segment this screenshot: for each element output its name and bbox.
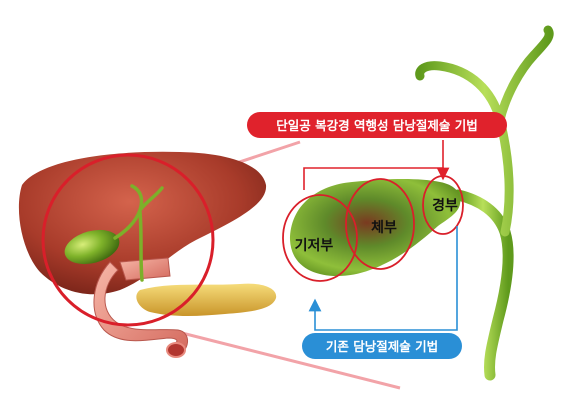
neck-label: 경부 — [432, 197, 458, 214]
body-label: 체부 — [371, 220, 397, 236]
bile-duct-large — [452, 189, 514, 381]
new-method-arrow — [303, 167, 450, 190]
zoom-circle — [41, 153, 215, 327]
fundus-label: 기저부 — [295, 238, 334, 254]
body-region — [345, 178, 415, 270]
gallbladder-small — [64, 229, 120, 265]
old-method-badge: 기존 담낭절제술 기법 — [302, 333, 462, 359]
new-method-badge: 단일공 복강경 역행성 담낭절제술 기법 — [247, 112, 507, 138]
bile-duct-small — [113, 184, 164, 282]
new-method-label: 단일공 복강경 역행성 담낭절제술 기법 — [276, 118, 477, 133]
old-method-label: 기존 담낭절제술 기법 — [326, 339, 438, 354]
duodenum-upper — [119, 257, 171, 281]
duodenum-opening — [166, 342, 186, 358]
gallbladder-large — [290, 179, 461, 277]
old-method-arrow — [308, 226, 458, 331]
pancreas — [136, 283, 277, 316]
hepatic-duct-large — [415, 25, 554, 237]
fundus-region — [282, 194, 358, 282]
